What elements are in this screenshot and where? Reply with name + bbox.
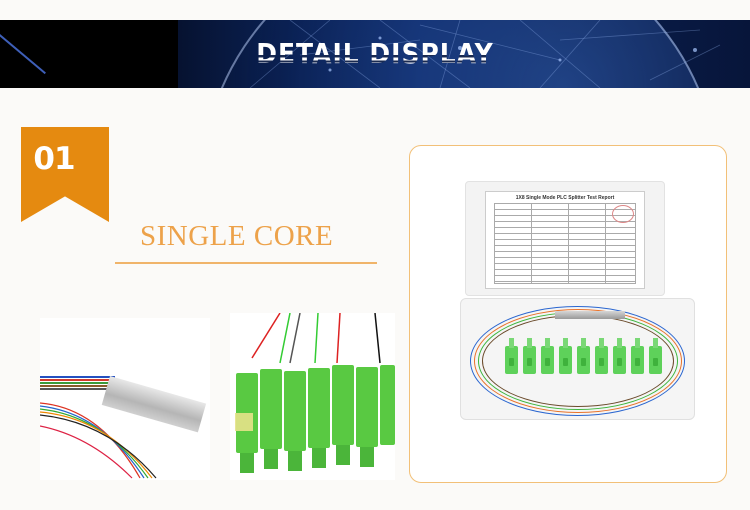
sc-connector	[523, 338, 536, 374]
connectors-photo	[230, 313, 395, 480]
fiber-loop-blue	[470, 306, 685, 416]
section-title: SINGLE CORE	[140, 220, 334, 252]
fiber-green	[40, 382, 115, 384]
sc-connector	[505, 338, 518, 374]
section-divider	[115, 262, 377, 264]
splitter-photo	[40, 318, 210, 480]
fiber-loop-orange	[474, 309, 682, 413]
sc-connector	[613, 338, 626, 374]
section-number: 01	[33, 141, 75, 177]
test-report-sheet: 1X8 Single Mode PLC Splitter Test Report	[485, 191, 645, 289]
product-photo-frame: 1X8 Single Mode PLC Splitter Test Report	[409, 145, 727, 483]
test-report-title: 1X8 Single Mode PLC Splitter Test Report	[515, 195, 615, 201]
network-lines-graphic	[249, 20, 721, 88]
sc-connector	[541, 338, 554, 374]
sc-connectors-graphic	[235, 313, 395, 473]
sc-connector	[631, 338, 644, 374]
fiber-brown	[40, 385, 115, 387]
qc-stamp	[612, 205, 634, 223]
sc-connector	[595, 338, 608, 374]
test-report-table	[494, 203, 636, 284]
header-banner: DETAIL DISPLAY	[0, 20, 750, 88]
banner-title: DETAIL DISPLAY	[0, 38, 750, 70]
sc-connector-row	[505, 338, 662, 374]
plc-chip	[555, 311, 625, 319]
fiber-gray	[40, 388, 115, 390]
sc-connector	[559, 338, 572, 374]
fiber-bundle-graphic	[40, 402, 157, 479]
globe-graphic	[200, 20, 720, 88]
fiber-blue	[40, 376, 115, 378]
sc-connector	[649, 338, 662, 374]
sc-connector	[577, 338, 590, 374]
fiber-red	[40, 379, 115, 381]
